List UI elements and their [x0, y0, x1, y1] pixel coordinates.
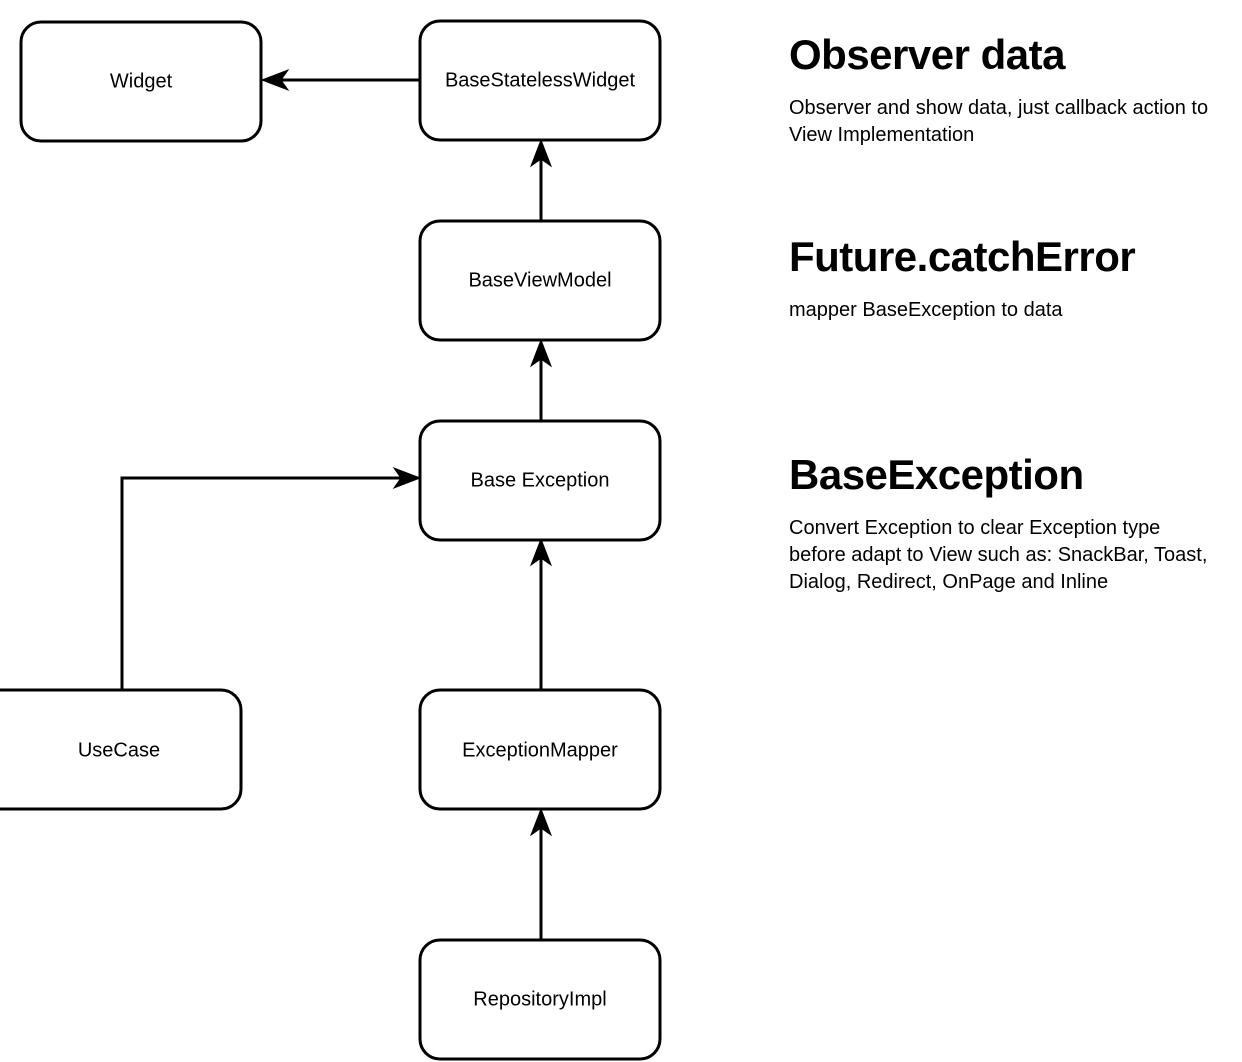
node-exception-mapper-label: ExceptionMapper	[462, 739, 618, 761]
note-base-exception-title: BaseException	[789, 451, 1084, 498]
node-exception-mapper[interactable]: ExceptionMapper	[418, 688, 662, 811]
note-observer-data-body: Observer and show data, just callback ac…	[789, 97, 1209, 147]
node-repository-impl-label: RepositoryImpl	[473, 988, 606, 1010]
node-widget[interactable]: Widget	[19, 20, 263, 143]
note-observer-data-title: Observer data	[789, 31, 1065, 78]
note-future-catch-error: Future.catchError mapper BaseException t…	[789, 234, 1219, 324]
edge-base-stateless-widget-to-widget	[260, 68, 420, 92]
node-base-exception-label: Base Exception	[471, 469, 610, 491]
node-use-case[interactable]: UseCase	[0, 688, 243, 811]
node-repository-impl[interactable]: RepositoryImpl	[418, 938, 662, 1061]
note-base-exception-body: Convert Exception to clear Exception typ…	[789, 517, 1208, 594]
edge-exception-mapper-to-base-exception	[529, 537, 553, 690]
node-base-stateless-widget-label: BaseStatelessWidget	[445, 69, 636, 91]
edge-base-view-model-to-base-stateless-widget	[529, 138, 553, 221]
note-future-catch-error-title: Future.catchError	[789, 233, 1136, 280]
node-base-stateless-widget[interactable]: BaseStatelessWidget	[418, 19, 662, 142]
edge-repository-impl-to-exception-mapper	[529, 807, 553, 940]
node-base-exception[interactable]: Base Exception	[418, 419, 662, 542]
node-use-case-label: UseCase	[78, 739, 160, 761]
node-base-view-model[interactable]: BaseViewModel	[418, 219, 662, 342]
edge-base-exception-to-base-view-model	[529, 338, 553, 421]
node-widget-label: Widget	[110, 70, 173, 92]
edge-use-case-to-base-exception	[120, 466, 422, 690]
note-future-catch-error-body: mapper BaseException to data	[789, 299, 1063, 322]
note-base-exception: BaseException Convert Exception to clear…	[789, 452, 1219, 596]
node-base-view-model-label: BaseViewModel	[468, 269, 611, 291]
note-observer-data: Observer data Observer and show data, ju…	[789, 32, 1219, 149]
